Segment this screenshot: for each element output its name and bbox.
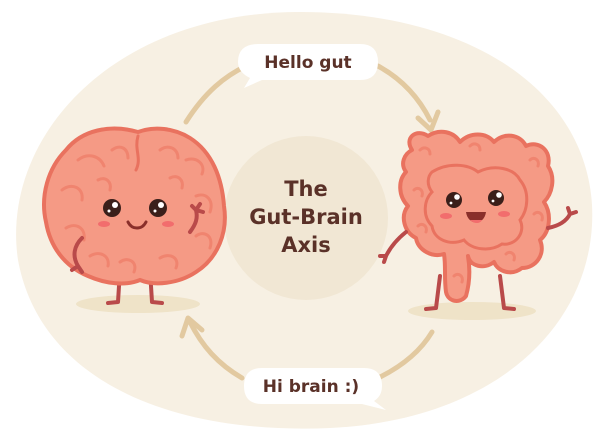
brain-shadow xyxy=(76,295,200,313)
speech-bubble-bottom: Hi brain :) xyxy=(244,368,386,410)
arrow-bottom-right-arc xyxy=(371,329,435,383)
speech-bubble-bottom-text: Hi brain :) xyxy=(263,377,359,397)
gut-left-eye xyxy=(446,192,462,208)
gut-right-cheek xyxy=(498,211,510,217)
gut-left-leg xyxy=(424,274,442,311)
arrow-top-head xyxy=(415,109,441,133)
brain-right-cheek xyxy=(162,221,174,227)
speech-bubble-top: Hello gut xyxy=(238,44,378,88)
gut-left-arm xyxy=(378,230,408,264)
gut-open-smile xyxy=(466,212,486,223)
gut-left-cheek xyxy=(440,213,452,219)
title-line-2: Gut-Brain xyxy=(249,205,363,229)
gut-folds xyxy=(412,142,544,284)
center-circle xyxy=(224,136,388,300)
brain-character xyxy=(42,126,227,313)
title-line-3: Axis xyxy=(281,233,331,257)
arrow-bottom-head xyxy=(179,315,205,339)
brain-right-arm xyxy=(188,202,205,234)
gut-face xyxy=(440,190,510,223)
brain-fissure xyxy=(134,134,140,172)
title-line-1: The xyxy=(284,177,328,201)
brain-smile xyxy=(126,220,148,230)
brain-left-cheek xyxy=(98,221,110,227)
brain-left-eye xyxy=(103,199,121,217)
brain-face xyxy=(98,199,174,230)
gut-right-leg xyxy=(498,274,516,311)
brain-body xyxy=(42,126,227,286)
gut-character xyxy=(378,129,578,320)
gut-right-eye xyxy=(488,190,504,206)
gut-shadow xyxy=(408,302,536,320)
cycle-arrows xyxy=(179,63,441,383)
brain-left-arm xyxy=(70,236,84,274)
arrow-top-left-arc xyxy=(183,63,249,125)
brain-right-eye xyxy=(149,199,167,217)
gut-right-arm xyxy=(546,206,578,230)
gut-small-intestine xyxy=(423,163,529,251)
arrow-bottom-left-arc xyxy=(187,319,245,381)
arrow-top-right-arc xyxy=(375,63,433,123)
speech-bubble-top-text: Hello gut xyxy=(264,53,351,73)
brain-gyri xyxy=(60,145,213,274)
